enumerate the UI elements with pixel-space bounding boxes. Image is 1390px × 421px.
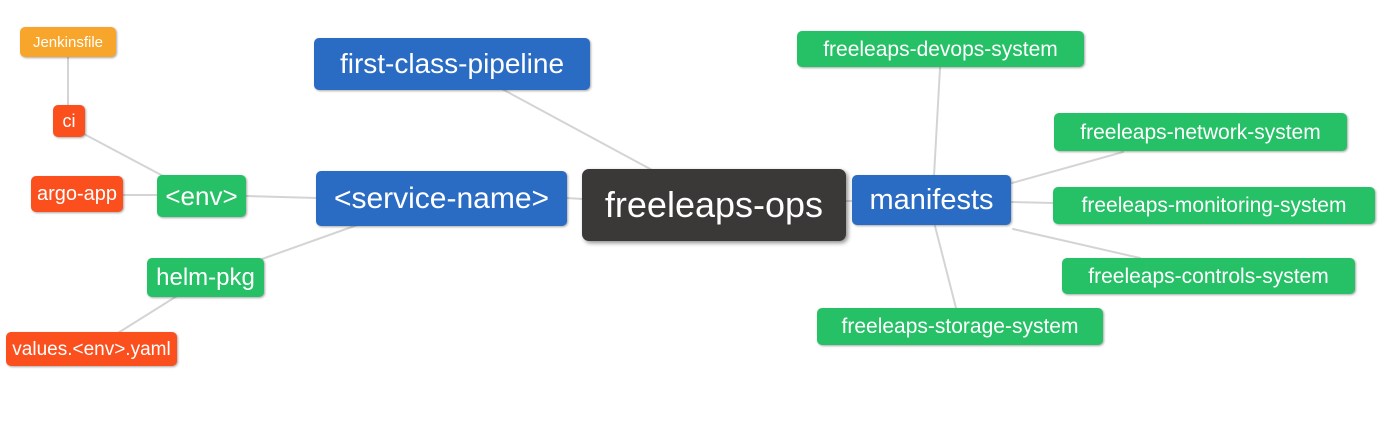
edge-manifests-to-freeleaps-network-system <box>1011 151 1124 184</box>
node-first-class-pipeline[interactable]: first-class-pipeline <box>314 38 590 90</box>
edge-env-to-service-name <box>245 195 318 199</box>
node-label-service-name: <service-name> <box>333 181 550 215</box>
node-freeleaps-monitoring-system[interactable]: freeleaps-monitoring-system <box>1053 187 1375 224</box>
node-label-freeleaps-network-system: freeleaps-network-system <box>1080 120 1321 144</box>
edge-service-name-to-freeleaps-ops <box>565 197 584 200</box>
node-ci[interactable]: ci <box>53 105 85 137</box>
node-service-name[interactable]: <service-name> <box>316 171 567 226</box>
edge-values-env-yaml-to-helm-pkg <box>117 295 178 334</box>
node-freeleaps-network-system[interactable]: freeleaps-network-system <box>1054 113 1347 151</box>
edge-ci-to-env <box>83 133 166 178</box>
node-manifests[interactable]: manifests <box>852 175 1011 225</box>
node-label-freeleaps-controls-system: freeleaps-controls-system <box>1088 264 1329 288</box>
node-label-freeleaps-ops: freeleaps-ops <box>604 184 824 225</box>
node-label-freeleaps-monitoring-system: freeleaps-monitoring-system <box>1081 194 1347 217</box>
node-label-manifests: manifests <box>869 183 994 216</box>
edge-helm-pkg-to-service-name <box>261 223 361 260</box>
node-freeleaps-controls-system[interactable]: freeleaps-controls-system <box>1062 258 1355 294</box>
node-freeleaps-ops[interactable]: freeleaps-ops <box>582 169 846 241</box>
edge-manifests-to-freeleaps-storage-system <box>934 225 957 309</box>
node-label-env: <env> <box>165 181 238 211</box>
node-label-helm-pkg: helm-pkg <box>156 263 255 291</box>
node-label-argo-app: argo-app <box>36 183 118 205</box>
node-label-values-env-yaml: values.<env>.yaml <box>12 338 171 360</box>
node-freeleaps-devops-system[interactable]: freeleaps-devops-system <box>797 31 1084 67</box>
node-label-ci: ci <box>62 111 76 131</box>
edge-manifests-to-freeleaps-devops-system <box>933 67 941 177</box>
node-freeleaps-storage-system[interactable]: freeleaps-storage-system <box>817 308 1103 345</box>
node-env[interactable]: <env> <box>157 175 246 217</box>
edge-manifests-to-freeleaps-controls-system <box>1012 228 1141 259</box>
node-jenkinsfile[interactable]: Jenkinsfile <box>20 27 116 57</box>
edge-manifests-to-freeleaps-monitoring-system <box>1010 201 1055 204</box>
node-label-freeleaps-storage-system: freeleaps-storage-system <box>841 315 1079 338</box>
node-label-first-class-pipeline: first-class-pipeline <box>339 48 565 79</box>
edge-first-class-pipeline-to-freeleaps-ops <box>501 88 653 171</box>
node-argo-app[interactable]: argo-app <box>31 176 123 212</box>
node-label-freeleaps-devops-system: freeleaps-devops-system <box>823 37 1058 61</box>
node-values-env-yaml[interactable]: values.<env>.yaml <box>6 332 177 366</box>
node-helm-pkg[interactable]: helm-pkg <box>147 258 264 297</box>
node-label-jenkinsfile: Jenkinsfile <box>32 33 104 51</box>
